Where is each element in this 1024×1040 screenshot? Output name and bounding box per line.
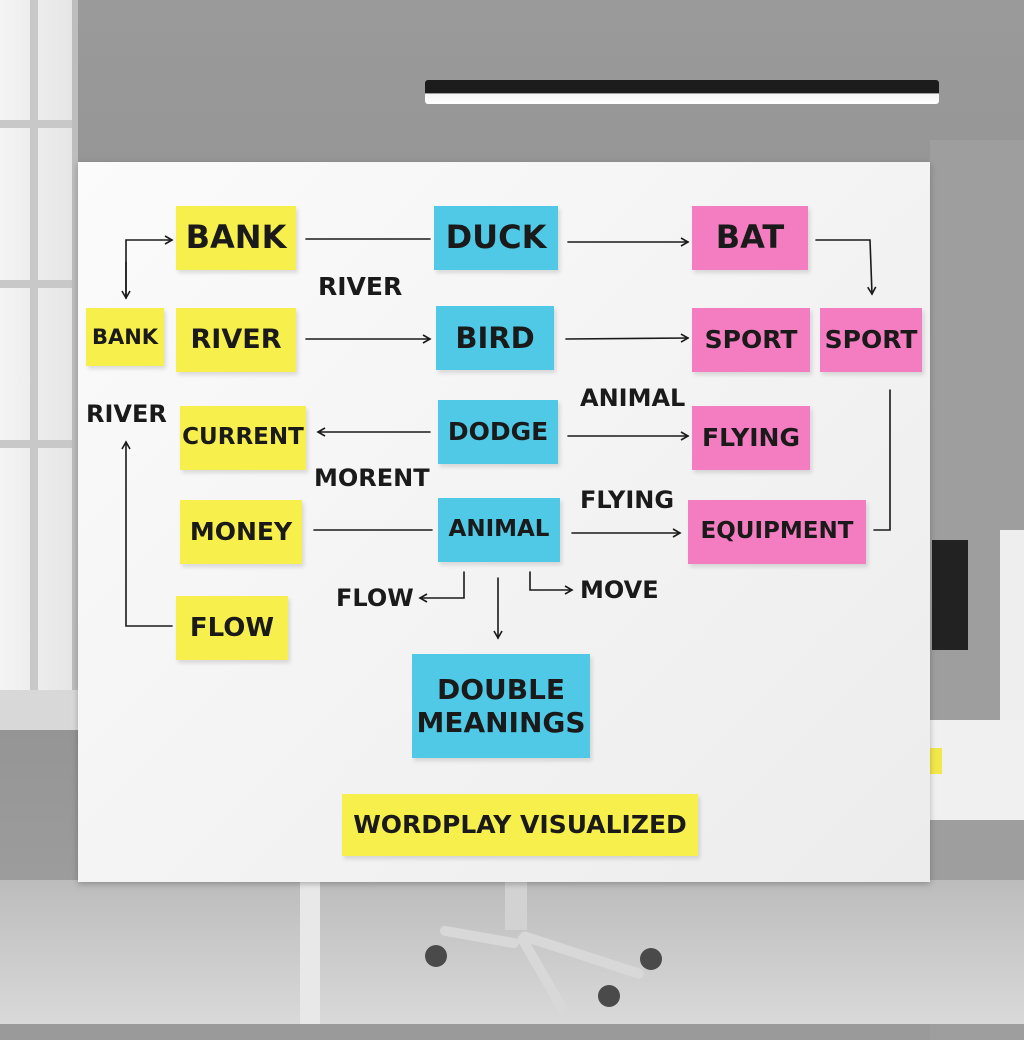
window-mullion bbox=[30, 0, 38, 690]
chair-wheel bbox=[425, 945, 447, 967]
chair-stem bbox=[505, 880, 527, 930]
label-morent: MORENT bbox=[314, 464, 430, 492]
note-bird[interactable]: BIRD bbox=[436, 306, 554, 370]
note-flow[interactable]: FLOW bbox=[176, 596, 288, 660]
monitor bbox=[932, 540, 968, 650]
arrow-bird-to-sport bbox=[565, 333, 690, 343]
arrow-bat-to-sport bbox=[815, 239, 877, 296]
note-money[interactable]: MONEY bbox=[180, 500, 302, 564]
note-current[interactable]: CURRENT bbox=[180, 406, 306, 470]
arrow-bank-left-to-bank-top bbox=[125, 235, 174, 299]
window-bar bbox=[0, 440, 72, 448]
window bbox=[0, 0, 78, 700]
note-flying[interactable]: FLYING bbox=[692, 406, 810, 470]
label-animal: ANIMAL bbox=[580, 384, 686, 412]
note-sport[interactable]: SPORT bbox=[692, 308, 810, 372]
note-duck[interactable]: DUCK bbox=[434, 206, 558, 270]
label-flow: FLOW bbox=[336, 584, 414, 612]
note-dodge[interactable]: DODGE bbox=[438, 400, 558, 464]
ceiling-lamp bbox=[425, 80, 939, 104]
chair-wheel bbox=[598, 985, 620, 1007]
board-leg bbox=[300, 882, 320, 1024]
note-bank-left[interactable]: BANK bbox=[86, 308, 164, 366]
note-river[interactable]: RIVER bbox=[176, 308, 296, 372]
arrow-flow-to-river bbox=[121, 440, 173, 627]
desk-note bbox=[928, 748, 942, 774]
note-wordplay-visualized[interactable]: WORDPLAY VISUALIZED bbox=[342, 794, 698, 856]
label-river-left: RIVER bbox=[86, 400, 167, 428]
double-meanings-line2: MEANINGS bbox=[416, 706, 586, 739]
arrow-animal-to-flow bbox=[418, 571, 465, 603]
note-bat[interactable]: BAT bbox=[692, 206, 808, 270]
arrow-animal-to-move bbox=[529, 571, 574, 595]
double-meanings-line1: DOUBLE bbox=[436, 672, 566, 706]
note-bank[interactable]: BANK bbox=[176, 206, 296, 270]
label-flying: FLYING bbox=[580, 486, 675, 514]
note-equipment[interactable]: EQUIPMENT bbox=[688, 500, 866, 564]
label-river-top: RIVER bbox=[318, 272, 403, 301]
note-double-meanings[interactable]: DOUBLE MEANINGS bbox=[412, 654, 590, 758]
arrow-sport-to-equipment bbox=[873, 389, 891, 531]
monitor bbox=[1000, 530, 1024, 730]
chair-wheel bbox=[640, 948, 662, 970]
desk bbox=[930, 720, 1024, 820]
note-animal[interactable]: ANIMAL bbox=[438, 498, 560, 562]
note-sport-right[interactable]: SPORT bbox=[820, 308, 922, 372]
window-bar bbox=[0, 280, 72, 288]
label-move: MOVE bbox=[580, 576, 659, 604]
window-bar bbox=[0, 120, 72, 128]
